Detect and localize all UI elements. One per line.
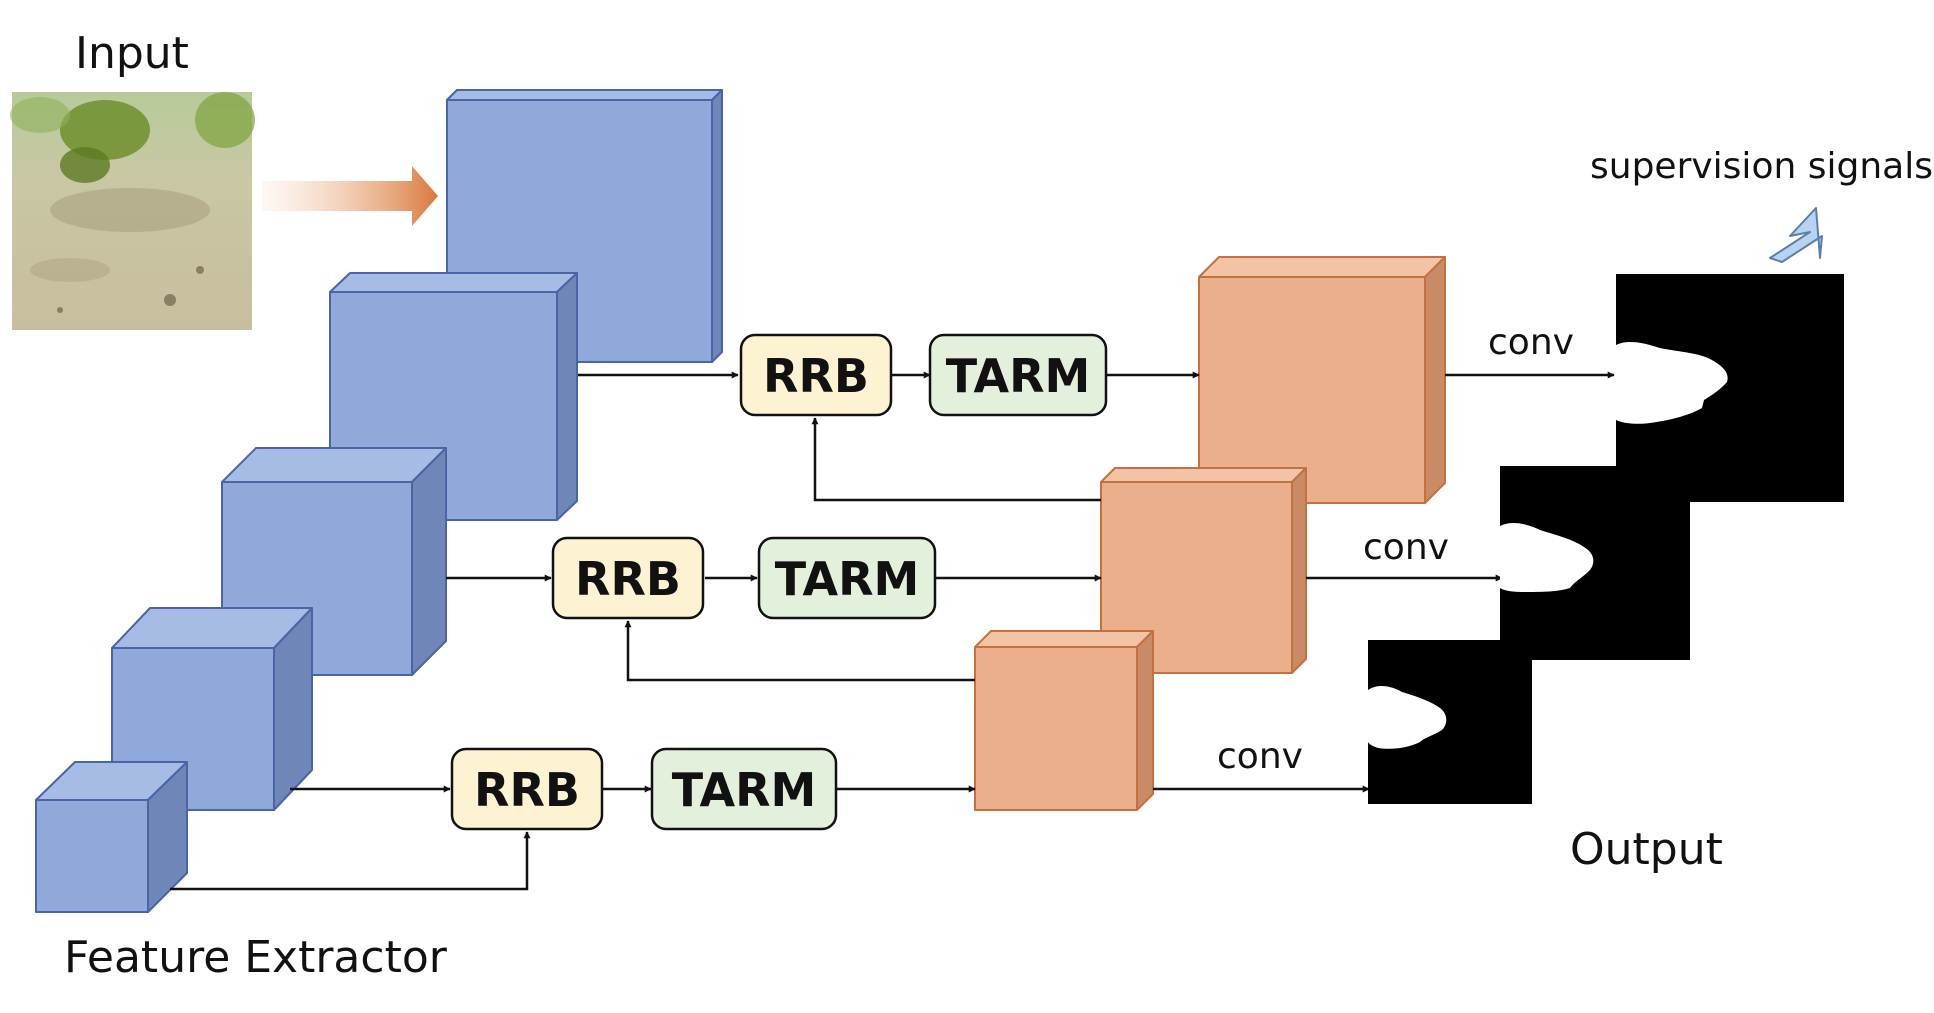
rrb-label-1: RRB bbox=[763, 349, 869, 403]
tarm-block-1: TARM bbox=[928, 333, 1108, 417]
arrow-dec2-to-rrb1 bbox=[811, 417, 1101, 502]
encoder-cube-4 bbox=[111, 607, 313, 811]
arrow-enc5-to-rrb3 bbox=[170, 831, 531, 891]
rrb-block-3: RRB bbox=[450, 747, 604, 831]
output-label: Output bbox=[1570, 824, 1723, 875]
output-mask-2 bbox=[1500, 466, 1690, 660]
supervision-label: supervision signals bbox=[1590, 146, 1933, 187]
encoder-cube-5 bbox=[35, 761, 188, 913]
output-mask-1 bbox=[1616, 274, 1844, 502]
tarm-label-1: TARM bbox=[946, 349, 1091, 403]
rrb-block-2: RRB bbox=[551, 536, 705, 620]
conv-label-2: conv bbox=[1363, 527, 1449, 568]
tarm-label-2: TARM bbox=[775, 552, 920, 606]
decoder-cube-3 bbox=[974, 630, 1154, 811]
tarm-block-2: TARM bbox=[757, 536, 937, 620]
conv-label-1: conv bbox=[1488, 322, 1574, 363]
output-mask-3 bbox=[1368, 640, 1532, 804]
input-image bbox=[10, 92, 255, 330]
input-label: Input bbox=[75, 28, 189, 79]
supervision-arrow-icon bbox=[1769, 207, 1823, 263]
feature-extractor-label: Feature Extractor bbox=[64, 932, 448, 983]
rrb-label-2: RRB bbox=[575, 552, 681, 606]
rrb-label-3: RRB bbox=[474, 763, 580, 817]
rrb-block-1: RRB bbox=[739, 333, 893, 417]
decoder-cube-1 bbox=[1198, 256, 1446, 504]
tarm-label-3: TARM bbox=[672, 763, 817, 817]
connectors bbox=[170, 371, 1615, 891]
arrow-dec3-to-rrb2 bbox=[624, 620, 975, 682]
tarm-block-3: TARM bbox=[650, 747, 838, 831]
conv-label-3: conv bbox=[1217, 736, 1303, 777]
input-flow-arrow bbox=[262, 166, 438, 226]
